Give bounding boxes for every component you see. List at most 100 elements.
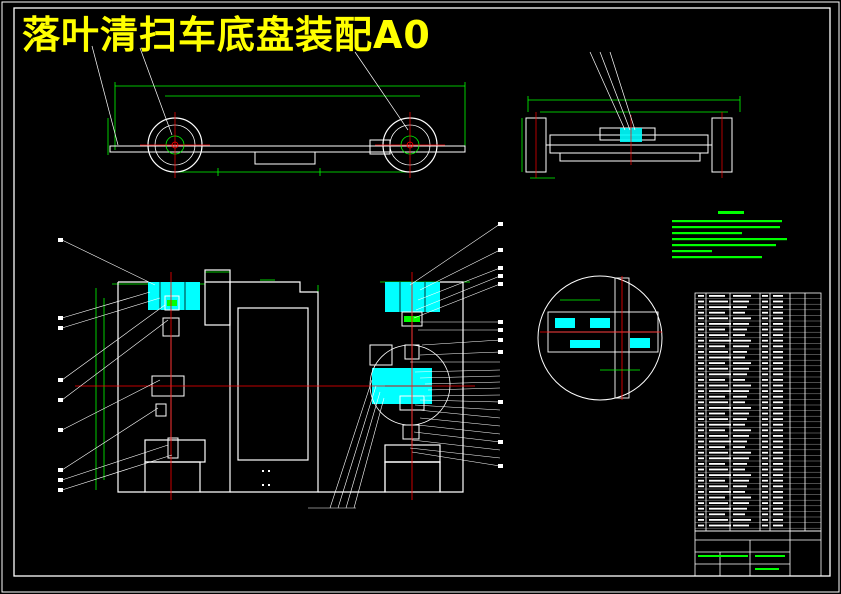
table-entry-mark [698, 362, 704, 364]
table-entry-mark [733, 351, 747, 353]
table-entry-mark [709, 446, 725, 448]
table-entry-mark [773, 507, 783, 510]
table-entry-mark [762, 351, 768, 353]
detail-view [537, 275, 663, 401]
table-entry-mark [698, 502, 704, 504]
table-entry-mark [773, 345, 783, 348]
table-entry-mark [762, 485, 768, 488]
table-entry-mark [762, 463, 768, 465]
table-entry-mark [733, 339, 751, 342]
table-entry-mark [709, 457, 731, 460]
table-entry-mark [733, 367, 749, 370]
table-entry-mark [773, 412, 783, 415]
table-entry-mark [698, 367, 704, 370]
table-entry-mark [698, 395, 704, 398]
table-entry-mark [698, 468, 704, 471]
table-entry-mark [733, 323, 749, 325]
table-entry-mark [762, 457, 768, 460]
table-entry-mark [709, 502, 728, 504]
table-entry-mark [762, 362, 768, 364]
table-entry-mark [698, 463, 704, 465]
table-entry-mark [733, 507, 747, 510]
inner-frame [13, 7, 831, 577]
table-entry-mark [733, 435, 749, 437]
table-entry-mark [773, 435, 783, 437]
table-entry-mark [698, 435, 704, 437]
table-entry-mark [733, 395, 747, 398]
table-entry-mark [709, 334, 728, 336]
table-entry-mark [773, 295, 783, 297]
table-entry-mark [698, 334, 704, 336]
drawing-title: 落叶清扫车底盘装配A0 [22, 13, 431, 57]
table-entry-mark [762, 507, 768, 510]
table-entry-mark [773, 457, 783, 460]
table-entry-mark [698, 306, 704, 308]
table-entry-mark [773, 519, 783, 521]
table-entry-mark [709, 485, 728, 488]
parts-list-entries [698, 295, 783, 527]
table-entry-mark [762, 423, 768, 426]
table-entry-mark [698, 379, 704, 381]
table-entry-mark [733, 496, 751, 499]
table-entry-mark [762, 339, 768, 342]
table-entry-mark [698, 311, 704, 314]
table-entry-mark [698, 451, 704, 454]
table-entry-mark [709, 524, 731, 527]
table-entry-mark [773, 479, 783, 482]
table-entry-mark [709, 373, 731, 376]
table-entry-mark [773, 351, 783, 353]
table-entry-mark [762, 356, 768, 359]
table-entry-mark [698, 317, 704, 320]
plan-view [75, 269, 475, 500]
technical-notes [672, 211, 787, 259]
table-entry-mark [709, 295, 725, 297]
table-entry-mark [773, 339, 783, 342]
table-entry-mark [733, 300, 749, 303]
table-entry-mark [762, 401, 768, 404]
table-entry-mark [733, 311, 745, 314]
table-entry-mark [762, 451, 768, 454]
table-entry-mark [709, 362, 725, 364]
table-entry-mark [773, 311, 783, 314]
table-entry-mark [762, 418, 768, 420]
side-view [91, 45, 466, 178]
table-entry-mark [733, 418, 747, 420]
table-entry-mark [773, 502, 783, 504]
table-entry-mark [773, 468, 783, 471]
table-entry-mark [733, 295, 751, 297]
table-entry-mark [733, 317, 751, 320]
table-entry-mark [733, 390, 749, 392]
table-entry-mark [773, 384, 783, 387]
table-entry-mark [733, 334, 745, 336]
table-entry-mark [762, 502, 768, 504]
table-entry-mark [762, 323, 768, 325]
table-entry-mark [733, 362, 751, 364]
table-entry-mark [709, 479, 725, 482]
table-entry-mark [773, 306, 783, 308]
table-entry-mark [762, 519, 768, 521]
table-entry-mark [733, 384, 751, 387]
table-entry-mark [773, 395, 783, 398]
table-entry-mark [733, 474, 751, 476]
table-entry-mark [698, 440, 704, 443]
table-entry-mark [733, 502, 749, 504]
table-entry-mark [698, 328, 704, 331]
table-entry-mark [733, 401, 745, 404]
table-entry-mark [733, 306, 747, 308]
table-entry-mark [762, 317, 768, 320]
table-entry-mark [762, 328, 768, 331]
table-entry-mark [733, 423, 745, 426]
table-entry-mark [773, 334, 783, 336]
table-entry-mark [698, 496, 704, 499]
table-entry-mark [698, 524, 704, 527]
table-entry-mark [698, 418, 704, 420]
table-entry-mark [762, 435, 768, 437]
table-entry-mark [698, 446, 704, 448]
table-entry-mark [733, 485, 747, 488]
table-entry-mark [709, 311, 725, 314]
table-entry-mark [762, 295, 768, 297]
table-entry-mark [773, 379, 783, 381]
table-entry-mark [698, 479, 704, 482]
table-entry-mark [773, 440, 783, 443]
